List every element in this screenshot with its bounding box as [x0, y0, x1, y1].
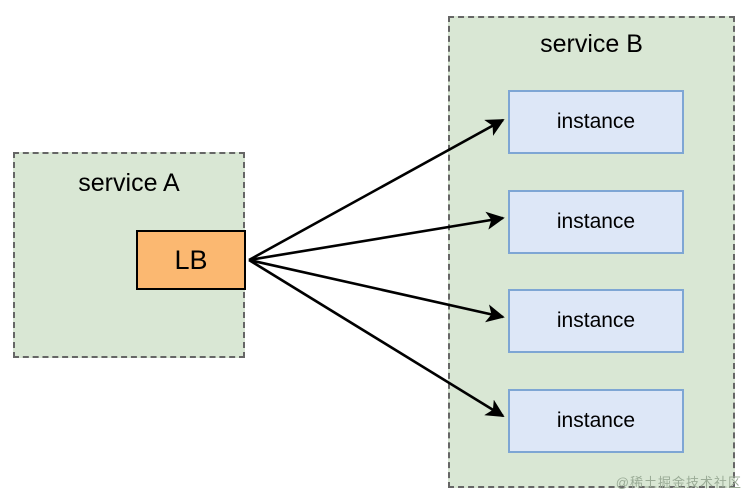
- watermark: @稀土掘金技术社区: [615, 475, 742, 490]
- load-balancer-label: LB: [174, 244, 208, 275]
- instance-label: instance: [556, 210, 636, 233]
- instance-node-1[interactable]: instance: [508, 90, 684, 154]
- instance-node-3[interactable]: instance: [508, 289, 684, 353]
- load-balancer-node[interactable]: LB: [136, 230, 246, 290]
- service-a-label: service A: [78, 169, 180, 197]
- service-b-label: service B: [540, 30, 643, 58]
- instance-node-4[interactable]: instance: [508, 389, 684, 453]
- instance-label: instance: [556, 110, 636, 133]
- instance-label: instance: [556, 309, 636, 332]
- instance-label: instance: [556, 409, 636, 432]
- instance-node-2[interactable]: instance: [508, 190, 684, 254]
